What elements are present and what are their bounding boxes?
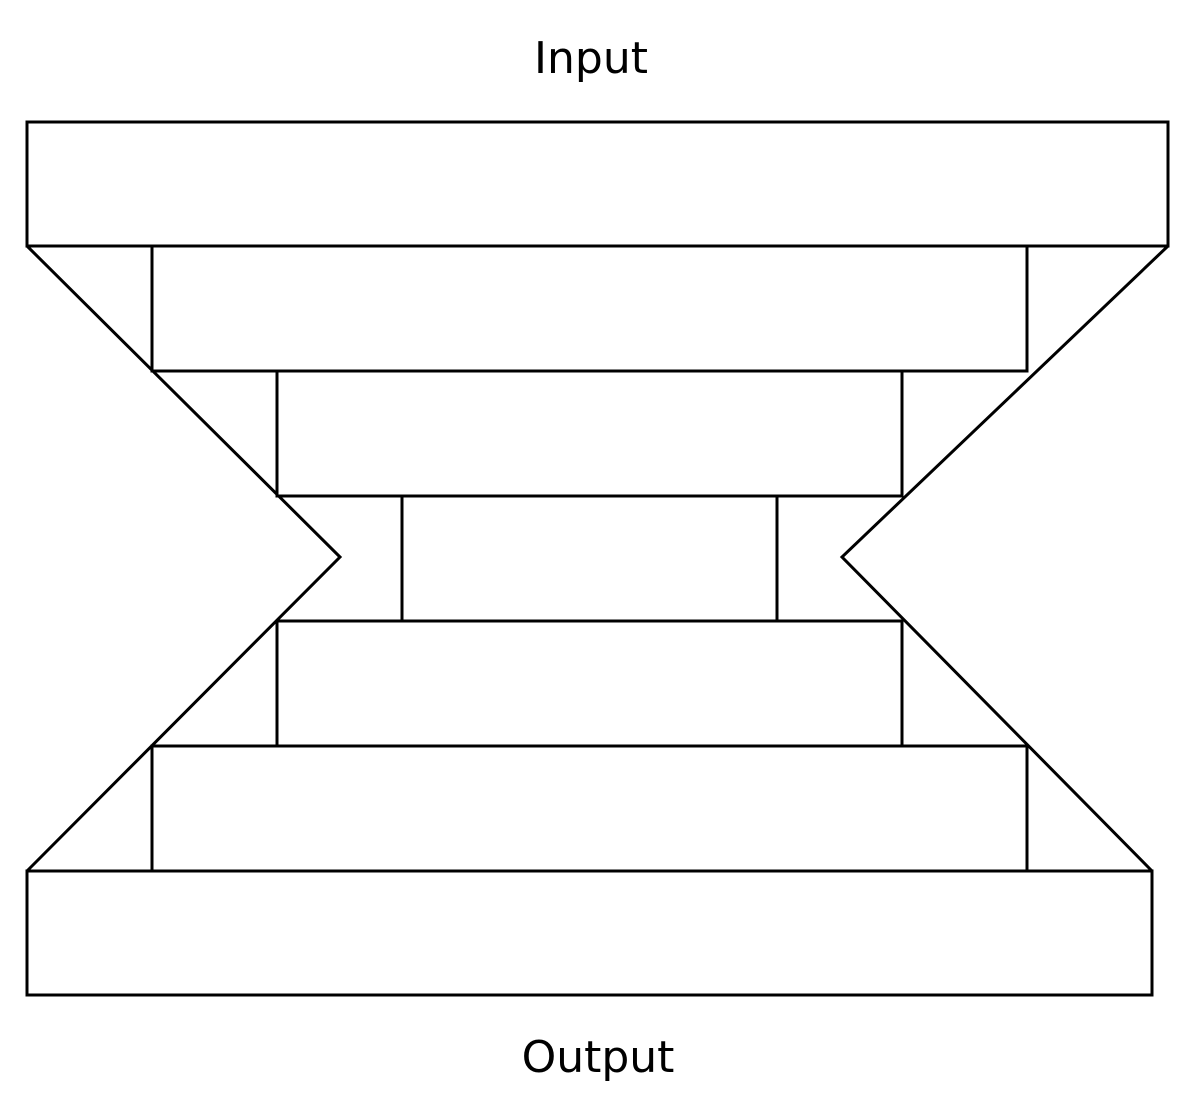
input-block bbox=[25, 120, 1170, 248]
bottleneck-block bbox=[400, 494, 779, 623]
left-outline-edge bbox=[25, 244, 343, 873]
decoder-block-2 bbox=[150, 744, 1029, 873]
encoder-block-1 bbox=[150, 244, 1029, 373]
input-label: Input bbox=[534, 33, 648, 84]
right-outline-edge bbox=[839, 244, 1170, 873]
decoder-block-1 bbox=[275, 619, 904, 748]
encoder-block-2 bbox=[275, 369, 904, 498]
output-label: Output bbox=[522, 1032, 675, 1083]
output-block bbox=[25, 869, 1154, 997]
